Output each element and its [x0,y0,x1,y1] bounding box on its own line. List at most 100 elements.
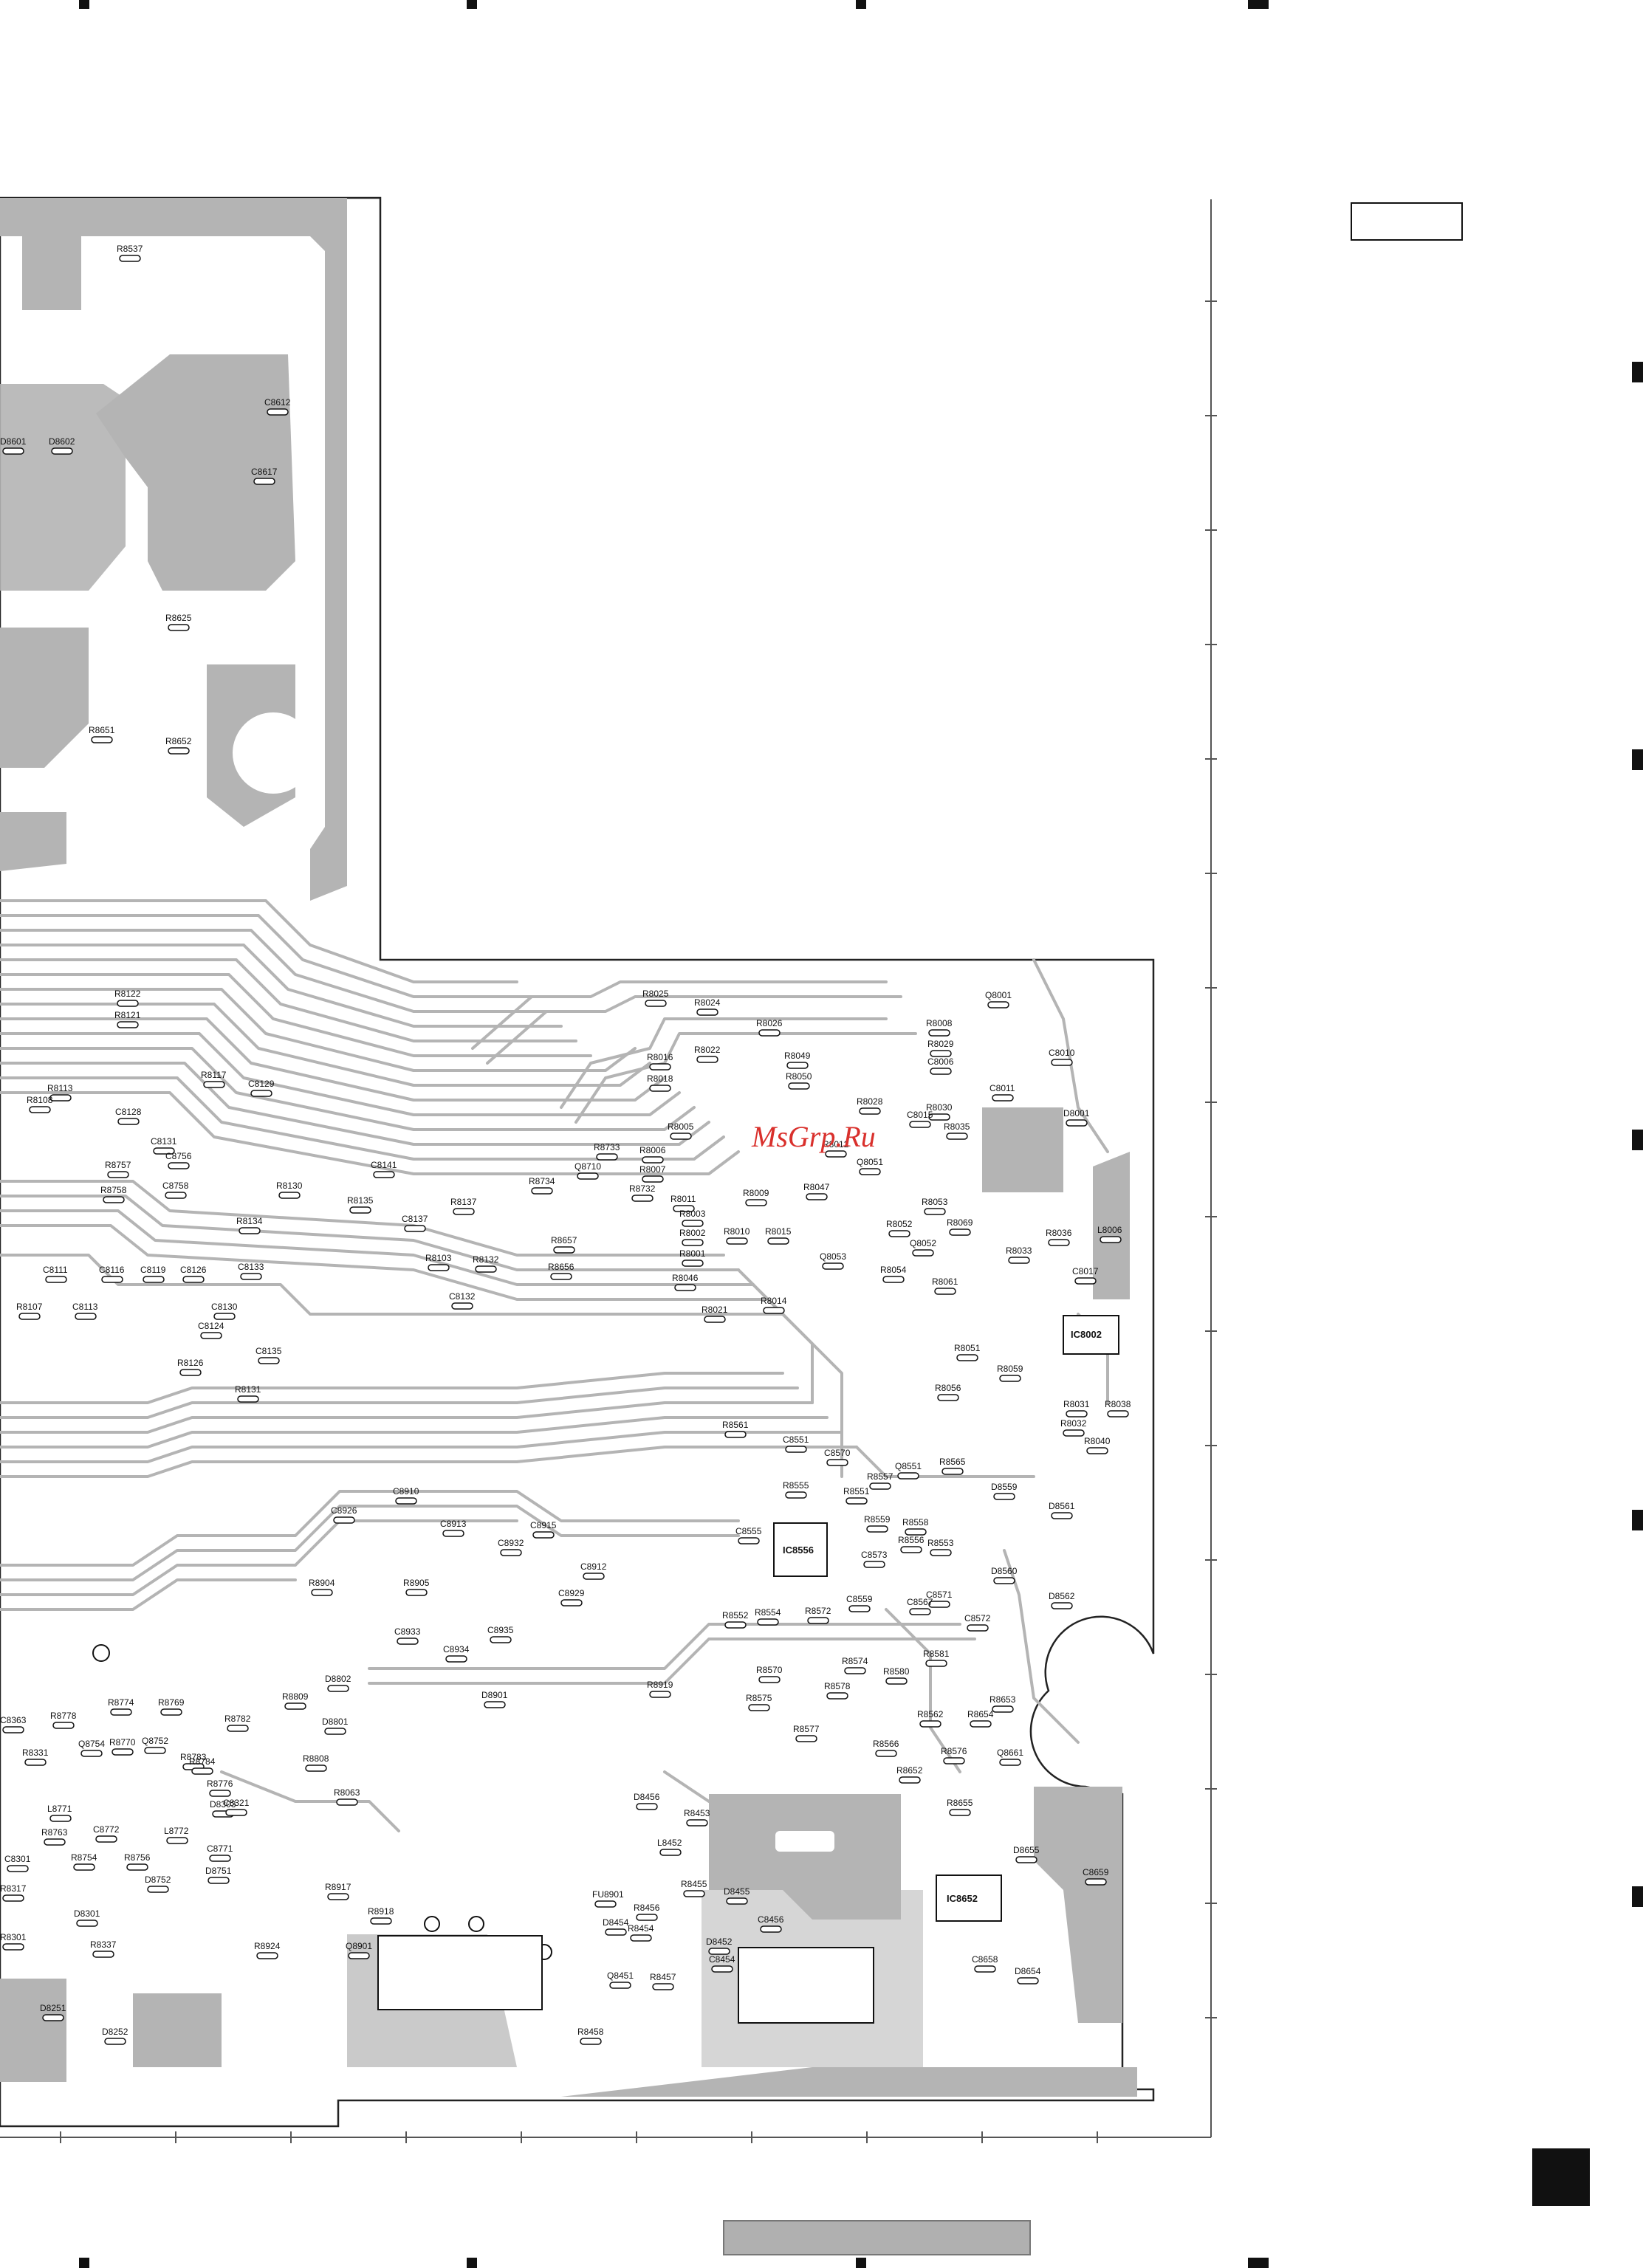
component-label: Q8901 [346,1941,372,1951]
component-pad [594,1900,617,1908]
component-pad [806,1193,828,1200]
component-label: R8047 [803,1182,830,1192]
component-label: D8455 [724,1886,750,1897]
component-pad [724,1431,747,1438]
component-label: D8251 [40,2003,66,2013]
component-pad [1051,1512,1073,1519]
component-pad [7,1865,29,1872]
component-label: R8051 [954,1343,981,1353]
component-pad [946,1133,968,1140]
component-label: Q8053 [820,1251,846,1262]
component-label: R8625 [165,613,192,623]
component-label: R8063 [334,1787,360,1798]
component-label: R8050 [786,1071,812,1082]
component-pad [117,1021,139,1028]
component-pad [967,1624,989,1632]
component-label: R8575 [746,1693,772,1703]
component-pad [165,1192,187,1199]
component-pad [875,1750,897,1757]
component-pad [807,1617,829,1624]
component-pad [305,1764,327,1772]
component-label: C8572 [964,1613,991,1623]
component-pad [428,1264,450,1271]
component-label: R8061 [932,1276,958,1287]
component-pad [795,1735,817,1742]
component-pad [941,1468,964,1475]
component-label: C8017 [1072,1266,1099,1276]
component-label: R8028 [857,1096,883,1107]
component-label: R8732 [629,1183,656,1194]
component-pad [930,1549,952,1556]
component-label: Q8051 [857,1157,883,1167]
component-pad [240,1273,262,1280]
component-label: C8926 [331,1505,357,1516]
component-label: D8801 [322,1717,349,1727]
component-pad [580,2038,602,2045]
component-label: R8558 [902,1517,929,1528]
component-pad [2,447,24,455]
component-pad [92,1951,114,1958]
component-label: R8919 [647,1680,673,1690]
component-pad [912,1249,934,1257]
component-label: D8802 [325,1674,351,1684]
component-label: D8752 [145,1874,171,1885]
component-pad [636,1914,658,1921]
component-label: L8006 [1097,1225,1122,1235]
component-label: L8771 [47,1804,72,1814]
component-pad [826,1459,848,1466]
component-label: R8122 [114,989,141,999]
component-label: C8321 [223,1798,250,1808]
component-label: R8021 [702,1305,728,1315]
component-pad [166,1837,188,1844]
component-pad [49,1815,72,1822]
component-pad [397,1638,419,1645]
component-label: R8029 [927,1039,954,1049]
component-pad [930,1068,952,1075]
component-pad [909,1121,931,1128]
component-pad [1008,1257,1030,1264]
component-pad [956,1354,978,1361]
component-pad [225,1809,247,1816]
component-label: R8809 [282,1691,309,1702]
component-pad [767,1237,789,1245]
component-pad [785,1446,807,1453]
component-pad [44,1838,66,1846]
component-label: R8565 [939,1457,966,1467]
component-label: R8763 [41,1827,68,1838]
component-label: R8917 [325,1882,351,1892]
component-pad [869,1482,891,1490]
component-label: R8117 [201,1070,227,1080]
component-label: R8069 [947,1217,973,1228]
component-pad [937,1394,959,1401]
component-label: R8331 [22,1748,49,1758]
component-pad [191,1767,213,1775]
component-pad [758,1676,781,1683]
component-pad [1017,1977,1039,1984]
component-label: R8040 [1084,1436,1111,1446]
component-pad [95,1835,117,1843]
component-label: R8904 [309,1578,335,1588]
component-label: C8658 [972,1954,998,1965]
component-label: R8137 [450,1197,477,1207]
component-pad [1074,1277,1097,1285]
registration-marks [79,0,1643,2268]
component-pad [900,1546,922,1553]
component-label: R8453 [684,1808,710,1818]
component-label: C8130 [211,1302,238,1312]
component-pad [51,447,73,455]
component-pad [101,1276,123,1283]
component-pad [897,1472,919,1480]
component-pad [682,1220,704,1227]
component-label: R8113 [47,1083,73,1093]
component-pad [757,1618,779,1626]
component-label: Q8551 [895,1461,922,1471]
component-pad [560,1599,583,1606]
component-label: C8772 [93,1824,120,1835]
component-label: R8134 [236,1216,263,1226]
watermark-text: MsGrp.Ru [751,1120,876,1153]
component-pad [29,1106,51,1113]
component-pad [987,1001,1009,1008]
component-pad [785,1491,807,1499]
component-pad [1066,1119,1088,1127]
component-label: R8557 [867,1471,893,1482]
